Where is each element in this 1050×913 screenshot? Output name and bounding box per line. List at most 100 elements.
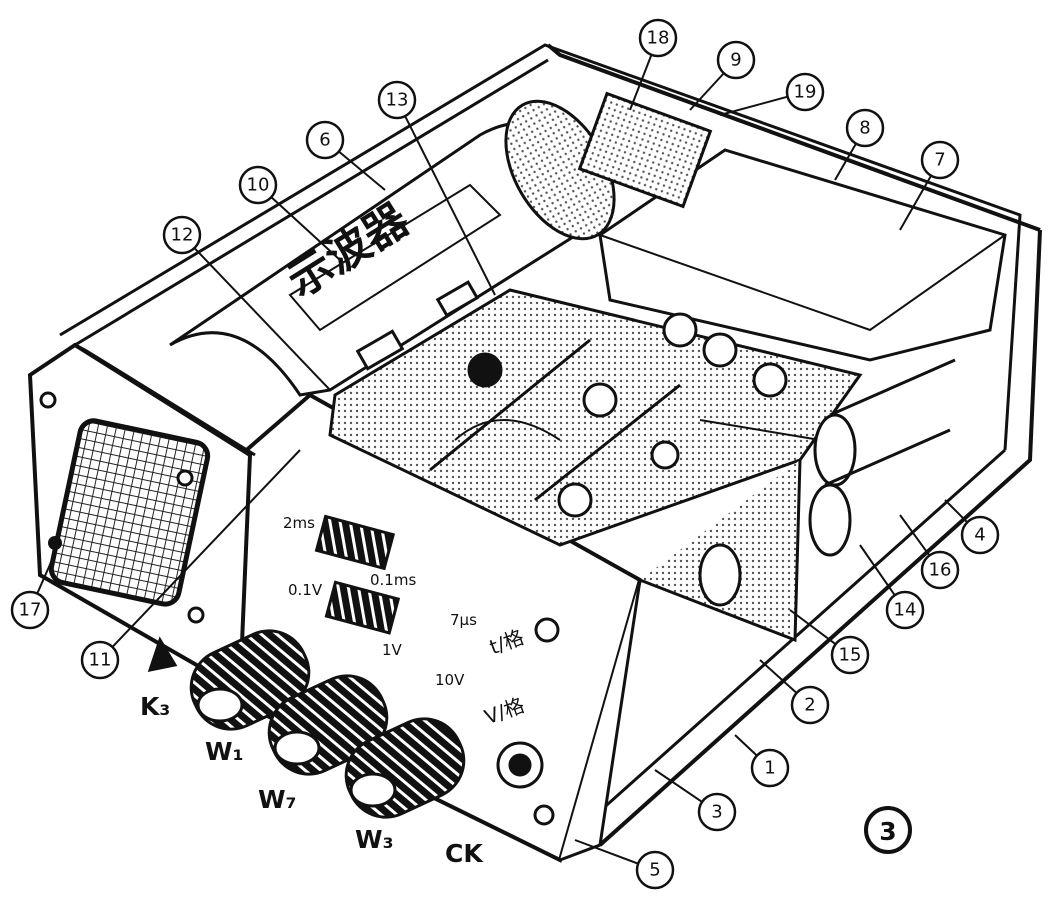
callout-leader	[759, 659, 798, 694]
callout-number: 7	[934, 150, 945, 171]
callout-leader	[734, 734, 758, 757]
callout-17: 17	[10, 559, 53, 630]
callout-leader	[338, 150, 386, 191]
callout-circle	[697, 792, 737, 832]
callout-number: 1	[764, 758, 775, 779]
callout-number: 3	[711, 802, 722, 823]
callout-number: 12	[171, 225, 194, 246]
label-7us: 7μs	[450, 611, 477, 629]
callout-leader	[574, 839, 639, 865]
callout-circle	[238, 165, 278, 205]
label-w3: W₃	[355, 825, 394, 854]
resistor-icon	[435, 280, 480, 318]
callout-leader	[859, 544, 896, 596]
label-k3: K₃	[140, 692, 170, 721]
callout-6: 6	[305, 120, 386, 191]
crt-tube	[169, 99, 616, 397]
resistor-icon	[355, 329, 405, 371]
callout-14: 14	[859, 544, 925, 630]
callout-leader	[899, 514, 931, 557]
callout-7: 7	[899, 140, 960, 231]
callout-leader	[689, 72, 725, 111]
callout-number: 2	[804, 695, 815, 716]
label-10v: 10V	[435, 671, 465, 689]
callout-leader	[270, 196, 341, 261]
callout-leader	[404, 115, 496, 296]
bezel-screw-icon	[187, 606, 205, 624]
callout-leader	[193, 247, 331, 391]
callout-number: 18	[647, 28, 670, 49]
t-adjust-screw-icon[interactable]	[534, 617, 560, 643]
crt-bezel	[27, 342, 256, 694]
trimmer-icon	[650, 440, 680, 470]
callout-16: 16	[899, 514, 960, 590]
callout-2: 2	[759, 659, 830, 725]
callout-number: 10	[247, 175, 270, 196]
callout-3: 3	[654, 769, 737, 832]
callout-4: 4	[944, 499, 1000, 555]
callout-circle	[80, 640, 120, 680]
callout-circle	[716, 40, 756, 80]
callout-circle	[790, 685, 830, 725]
callout-19: 19	[719, 72, 825, 116]
time-switch[interactable]	[314, 514, 396, 571]
callout-circle	[305, 120, 345, 160]
figure-number: 3	[864, 806, 912, 854]
callout-circle	[635, 850, 675, 890]
callout-15: 15	[789, 609, 870, 675]
label-w1: W₁	[205, 737, 244, 766]
label-ck: CK	[445, 839, 484, 868]
callout-leader	[629, 54, 653, 111]
callout-leader	[789, 609, 837, 646]
callout-leader	[36, 559, 53, 594]
transistor-icon	[467, 352, 503, 388]
knob-labels: K₃ W₁ W₇ W₃ CK	[140, 692, 484, 868]
transformer-box	[577, 91, 1007, 362]
callout-8: 8	[834, 108, 885, 181]
trimmer-icon	[557, 482, 593, 518]
callout-circle	[960, 515, 1000, 555]
callout-10: 10	[238, 165, 341, 261]
bezel-screw-icon	[48, 536, 62, 550]
callout-number: 5	[649, 860, 660, 881]
bezel-screw-icon	[176, 469, 194, 487]
figure-number-text: 3	[879, 817, 896, 846]
label-2ms: 2ms	[283, 514, 315, 532]
callout-5: 5	[574, 839, 675, 890]
callout-circle	[830, 635, 870, 675]
callout-circle	[785, 72, 825, 112]
callout-leader	[944, 499, 968, 523]
callout-circle	[920, 140, 960, 180]
crt-graticule	[48, 418, 211, 607]
volt-switch[interactable]	[324, 580, 401, 635]
capacitor-icon	[582, 382, 618, 418]
callout-leader	[654, 769, 703, 803]
panel-labels: 2ms 0.1ms 7μs 0.1V 1V 10V t/格 V/格	[283, 514, 527, 729]
callout-number: 8	[859, 118, 870, 139]
battery-pack	[698, 358, 956, 607]
callout-number: 11	[89, 650, 112, 671]
circuit-board	[328, 280, 863, 643]
callout-13: 13	[377, 80, 496, 296]
callout-circle	[920, 550, 960, 590]
callout-12: 12	[162, 215, 331, 391]
callout-number: 9	[730, 50, 741, 71]
callout-number: 4	[974, 525, 985, 546]
callout-number: 17	[19, 600, 42, 621]
terminal-icon	[702, 332, 738, 368]
callout-11: 11	[80, 449, 301, 680]
callout-circle	[638, 18, 678, 58]
callout-leader	[111, 449, 301, 648]
terminal-icon	[752, 362, 788, 398]
panel-screw-icon	[533, 804, 555, 826]
callout-number: 19	[794, 82, 817, 103]
bezel-screw-icon	[39, 391, 57, 409]
callout-1: 1	[734, 734, 790, 788]
callout-circle	[162, 215, 202, 255]
callout-leader	[899, 175, 932, 231]
label-01ms: 0.1ms	[370, 571, 416, 589]
label-w7: W₇	[258, 785, 297, 814]
callout-number: 15	[839, 645, 862, 666]
